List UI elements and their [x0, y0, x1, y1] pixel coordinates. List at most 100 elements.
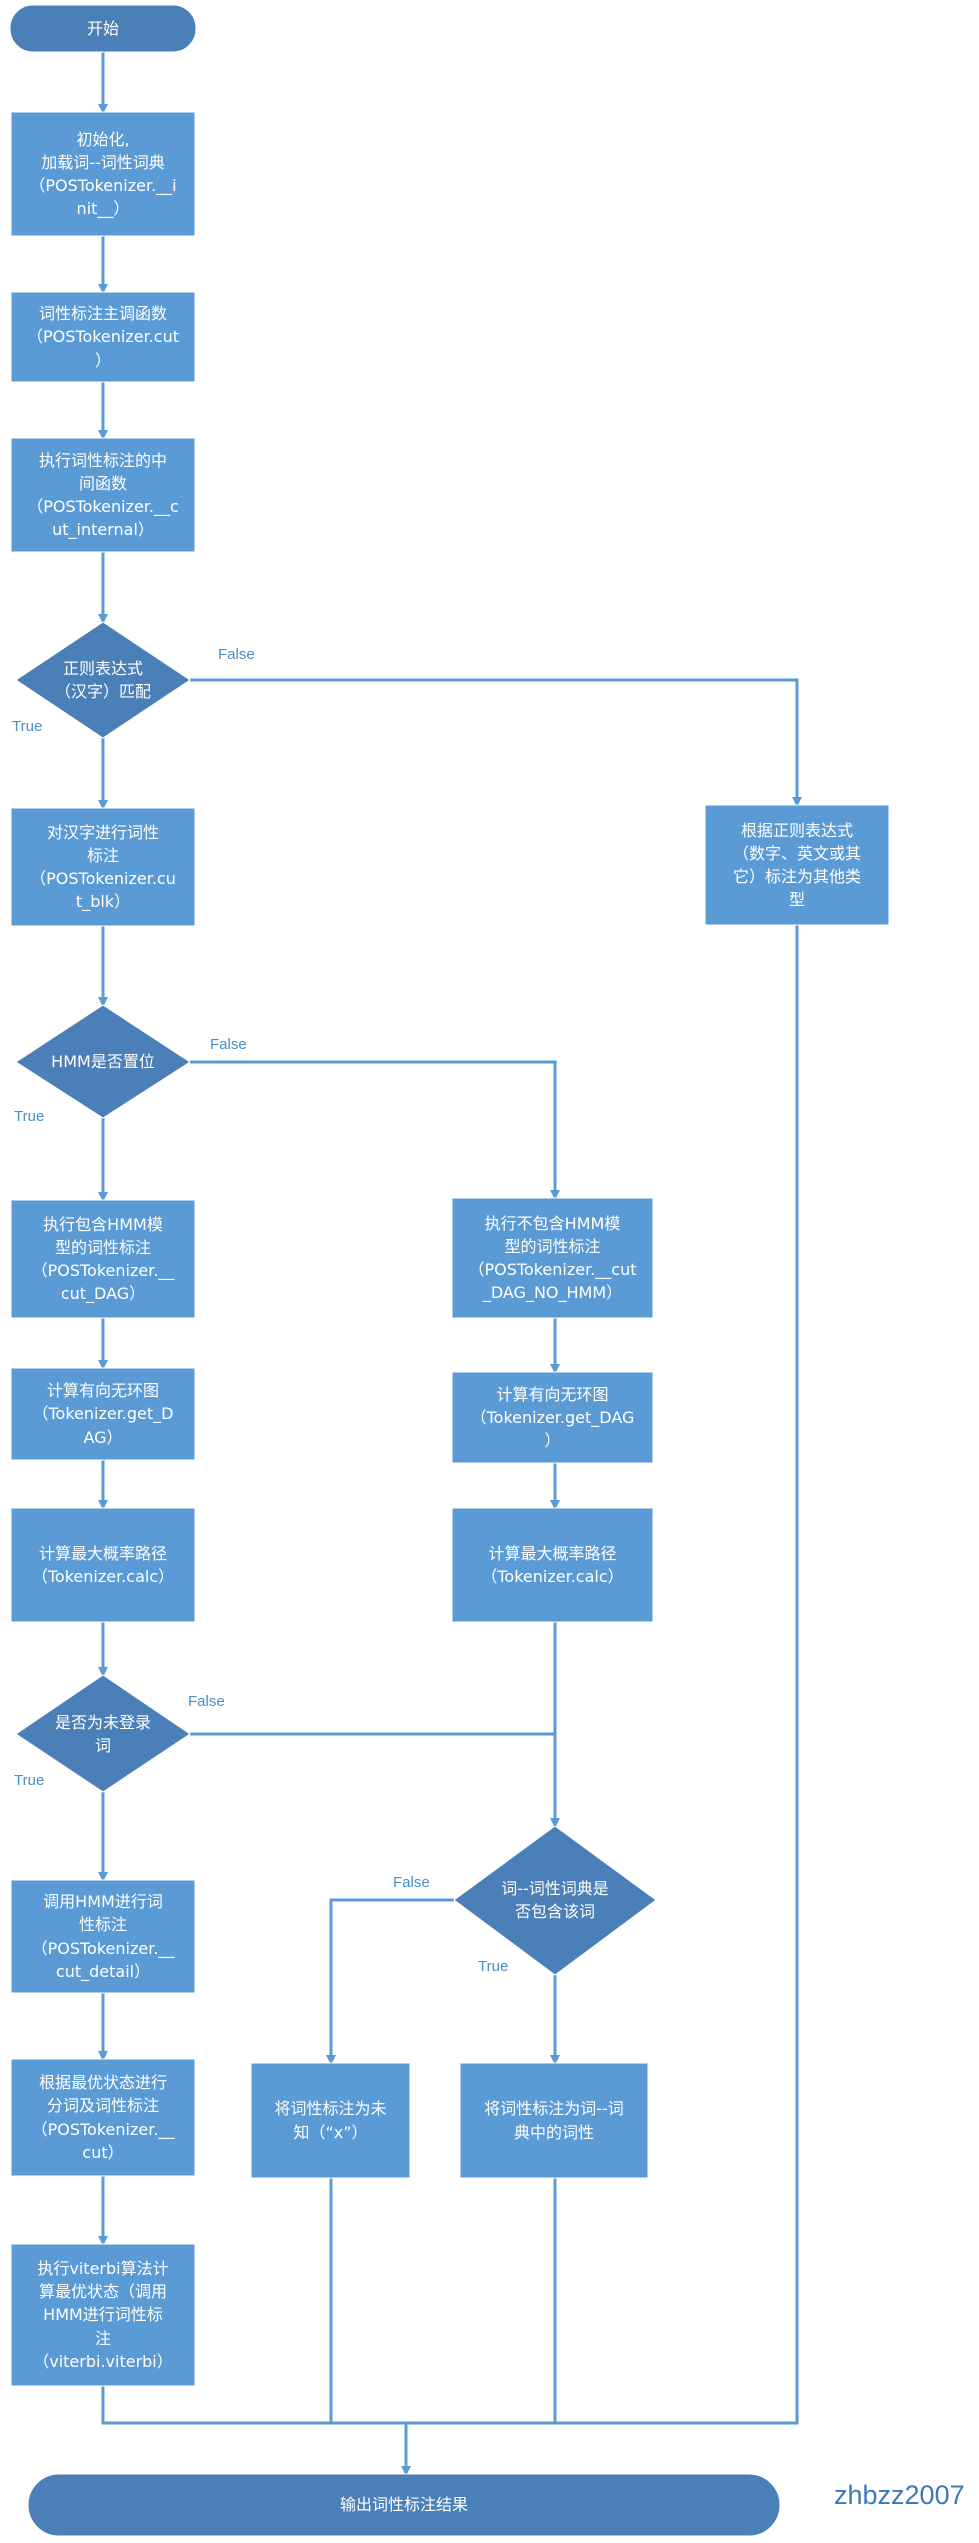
edge-label-oov-true: True	[14, 1772, 45, 1789]
node-oov-text: 是否为未登录词	[55, 1711, 151, 1757]
node-text-line: 典中的词性	[513, 2122, 594, 2142]
node-text-line: 分词及词性标注	[46, 2096, 159, 2116]
node-text-line: ut_internal）	[52, 520, 154, 540]
node-hmm-set-shape	[15, 1004, 191, 1119]
node-text-line: _DAG_NO_HMM）	[482, 1283, 623, 1303]
node-text-line: 计算最大概率路径	[488, 1543, 617, 1563]
node-hmm-set-text: HMM是否置位	[51, 1050, 155, 1073]
edge-hmm-false	[190, 1060, 560, 1200]
node-cut-state-shape	[10, 2058, 196, 2177]
edge-label-regex-false: False	[218, 646, 255, 663]
node-cut-dag-no: 执行不包含HMM模型的词性标注（POSTokenizer.__cut_DAG_N…	[452, 1198, 653, 1318]
node-cut-detail-shape	[10, 1879, 196, 1994]
node-dict-has: 词--词性词典是否包含该词	[472, 1866, 638, 1934]
node-tag-dict: 将词性标注为词--词典中的词性	[460, 2063, 648, 2178]
edge-label-regex-true: True	[12, 718, 43, 735]
node-regex-shape	[15, 621, 191, 739]
node-text-line: 执行viterbi算法计	[37, 2259, 169, 2279]
edge-label-dict-false: False	[393, 1874, 430, 1891]
node-text-line: 知（“x”）	[293, 2122, 368, 2142]
node-text-line: 计算有向无环图	[46, 1381, 159, 1401]
node-text-line: 它）标注为其他类	[732, 867, 861, 886]
edge-regex-false	[190, 678, 802, 807]
node-text-line: 型	[788, 890, 805, 910]
node-calc-l-text: 计算最大概率路径（Tokenizer.calc）	[32, 1542, 174, 1588]
node-text-line: 执行包含HMM模	[43, 1214, 163, 1234]
node-text-line: （POSTokenizer.cu	[30, 869, 176, 888]
node-viterbi-shape	[10, 2243, 196, 2387]
node-text-line: 否包含该词	[514, 1902, 595, 1921]
node-text-line: 输出词性标注结果	[339, 2495, 468, 2515]
node-get-dag-r: 计算有向无环图（Tokenizer.get_DAG）	[452, 1372, 653, 1463]
node-oov: 是否为未登录词	[30, 1700, 176, 1768]
node-text-line: cut_DAG）	[60, 1284, 146, 1304]
node-text-line: t_blk）	[75, 892, 131, 912]
node-text-line: （Tokenizer.calc）	[31, 1567, 175, 1586]
node-cut-main: 词性标注主调函数（POSTokenizer.cut）	[11, 292, 195, 382]
node-cut-detail: 调用HMM进行词性标注（POSTokenizer.__cut_detail）	[11, 1880, 195, 1993]
node-text-line: 根据正则表达式	[740, 820, 853, 840]
node-output-text: 输出词性标注结果	[340, 2493, 468, 2516]
node-cut-dag-shape	[10, 1199, 196, 1319]
node-tag-unknown: 将词性标注为未知（“x”）	[251, 2063, 410, 2178]
node-text-line: HMM进行词性标	[43, 2305, 163, 2325]
node-calc-l-shape	[10, 1507, 196, 1623]
node-cut-internal-shape	[10, 437, 196, 553]
node-cut-main-shape	[10, 291, 196, 383]
node-hmm-set: HMM是否置位	[30, 1040, 176, 1084]
node-text-line: 词--词性词典是	[501, 1878, 609, 1898]
node-text-line: （POSTokenizer.__	[31, 1938, 175, 1958]
node-tag-dict-text: 将词性标注为词--词典中的词性	[484, 2097, 624, 2143]
node-cut-main-text: 词性标注主调函数（POSTokenizer.cut）	[27, 302, 179, 372]
node-calc-r-text: 计算最大概率路径 （Tokenizer.calc）	[481, 1542, 623, 1588]
node-output: 输出词性标注结果	[28, 2474, 780, 2536]
node-other-type-text: 根据正则表达式 （数字、英文或其它）标注为其他类型	[733, 819, 861, 912]
node-text-line: 将词性标注为词--词	[484, 2099, 624, 2119]
node-text-line: （Tokenizer.calc）	[481, 1567, 624, 1586]
node-cut-dag: 执行包含HMM模型的词性标注（POSTokenizer.__cut_DAG）	[11, 1200, 195, 1318]
node-cut-state: 根据最优状态进行分词及词性标注（POSTokenizer.__cut）	[11, 2059, 195, 2176]
node-other-type-shape	[704, 804, 890, 926]
node-get-dag-r-text: 计算有向无环图（Tokenizer.get_DAG）	[471, 1383, 635, 1453]
node-tag-dict-shape	[459, 2062, 649, 2179]
node-text-line: （POSTokenizer.__	[31, 2119, 175, 2139]
node-text-line: ）	[94, 350, 111, 370]
edge-unknown-out	[329, 2178, 406, 2425]
node-cut-detail-text: 调用HMM进行词性标注（POSTokenizer.__cut_detail）	[32, 1890, 175, 1983]
node-tag-unknown-shape	[250, 2062, 411, 2179]
node-text-line: 初始化,	[76, 129, 130, 149]
node-init-shape	[10, 111, 196, 237]
node-text-line: （Tokenizer.get_D	[32, 1404, 174, 1424]
edge-label-hmm-false: False	[210, 1036, 247, 1053]
node-text-line: 标注	[86, 845, 119, 865]
node-text-line: 注	[94, 2328, 111, 2348]
node-text-line: 开始	[86, 18, 119, 38]
edge-label-oov-false: False	[188, 1693, 225, 1710]
node-cut-blk-shape	[10, 807, 196, 927]
node-text-line: （POSTokenizer.__i	[29, 176, 177, 195]
node-text-line: 间函数	[78, 473, 127, 493]
node-start-shape	[9, 4, 197, 53]
node-text-line: 词	[94, 1736, 111, 1755]
node-text-line: （数字、英文或其	[732, 843, 861, 863]
node-other-type: 根据正则表达式 （数字、英文或其它）标注为其他类型	[705, 805, 889, 925]
edge-label-hmm-true: True	[14, 1108, 45, 1125]
node-cut-dag-no-shape	[451, 1197, 654, 1319]
node-text-line: （POSTokenizer.__c	[27, 497, 179, 516]
node-cut-dag-no-text: 执行不包含HMM模型的词性标注（POSTokenizer.__cut_DAG_N…	[468, 1212, 636, 1305]
node-calc-r-shape	[451, 1507, 654, 1623]
node-calc-l: 计算最大概率路径（Tokenizer.calc）	[11, 1508, 195, 1622]
node-dict-has-shape	[453, 1825, 657, 1976]
node-start: 开始	[10, 5, 196, 52]
node-tag-unknown-text: 将词性标注为未知（“x”）	[274, 2097, 386, 2143]
